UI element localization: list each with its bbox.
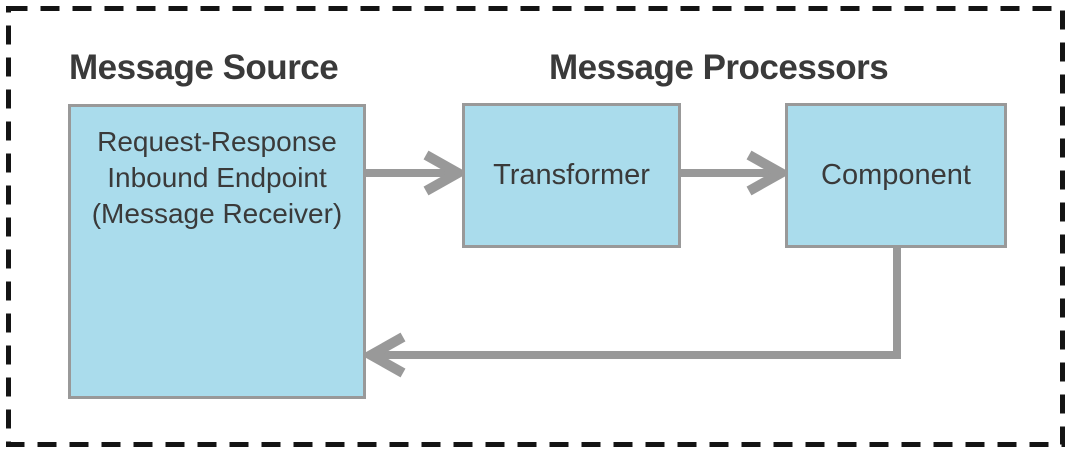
dashed-boundary <box>6 6 1065 447</box>
component-label: Component <box>821 159 971 191</box>
heading-message-source: Message Source <box>69 48 339 87</box>
node-component: Component <box>785 103 1007 248</box>
arrow-transformer-to-component <box>681 150 792 196</box>
endpoint-label-line2: Inbound Endpoint <box>107 162 327 193</box>
node-inbound-endpoint: Request-Response Inbound Endpoint (Messa… <box>68 104 366 399</box>
node-transformer: Transformer <box>462 103 681 248</box>
arrow-endpoint-to-transformer <box>366 150 469 196</box>
endpoint-label-line1: Request-Response <box>97 126 337 157</box>
transformer-label: Transformer <box>493 159 650 191</box>
endpoint-label-line3: (Message Receiver) <box>91 198 343 229</box>
arrow-component-to-endpoint <box>360 246 901 378</box>
heading-message-processors: Message Processors <box>549 48 889 87</box>
